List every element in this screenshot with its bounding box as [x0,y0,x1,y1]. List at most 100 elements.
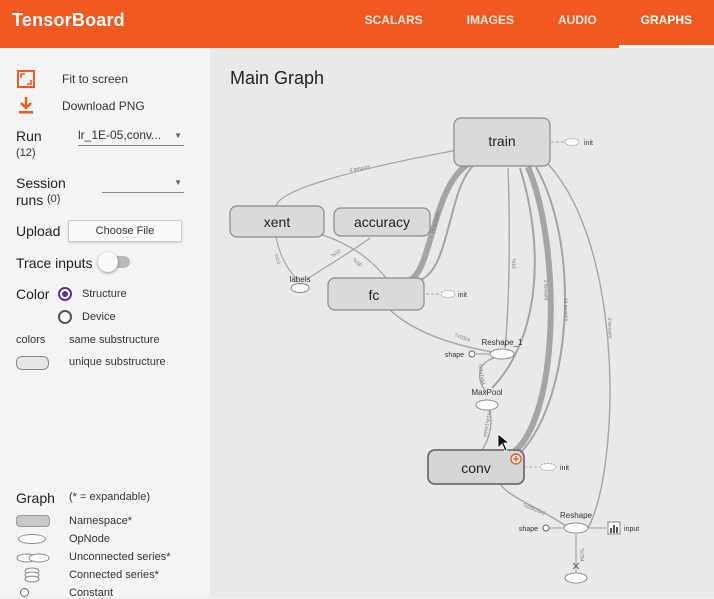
node-reshape-label: Reshape [560,511,593,520]
fit-to-screen-button[interactable]: Fit to screen [16,68,176,90]
app-title: TensorBoard [12,10,125,30]
tab-audio[interactable]: AUDIO [557,13,597,27]
chevron-down-icon: ▼ [174,131,182,140]
graph-legend-title: Graph [16,490,55,506]
run-count: (12) [16,147,36,159]
fit-to-screen-label: Fit to screen [62,72,129,86]
session-runs-select[interactable]: ▼ [102,175,184,193]
choose-file-button[interactable]: Choose File [68,220,182,242]
node-labels-label: labels [290,275,311,284]
color-label: Color [16,286,50,302]
node-shape-r1[interactable]: shape [445,350,490,359]
node-accuracy[interactable]: accuracy [333,207,431,237]
graph-canvas[interactable]: 6 tensors 10 tensors ?x10 2 tensors 12 t… [210,48,714,597]
edge-acc-labels [305,237,371,281]
run-select-value: lr_1E-05,conv... [78,128,162,142]
init-conv[interactable]: init [539,463,569,473]
legend-opnode-label: OpNode [69,533,110,545]
node-reshape[interactable]: Reshape [560,511,593,534]
edge-xent-labels [275,236,299,281]
legend-namespace-label: Namespace* [69,515,132,527]
edge-label-fc-reshape1: ?x1024 [453,332,471,343]
namespace-icon [16,515,50,527]
same-substructure-label: same substructure [69,334,160,346]
init-conv-label: init [560,465,569,472]
legend-constant-label: Constant [69,587,114,599]
node-conv-label: conv [461,460,491,476]
download-png-label: Download PNG [62,99,145,113]
node-reshape-1[interactable]: Reshape_1 [482,338,523,360]
edge-reshape-conv [499,483,567,527]
trace-inputs-toggle-knob[interactable] [98,252,118,272]
colors-label: colors [16,334,46,346]
node-shape-r[interactable]: shape [519,524,564,533]
node-reshape-1-label: Reshape_1 [482,338,523,347]
upload-label: Upload [16,223,61,239]
node-fc[interactable]: fc [327,277,425,311]
session-runs-count: (0) [47,193,61,205]
color-device-label: Device [82,311,116,323]
edge-label-conv-train-b: 12 tensors [562,298,569,322]
edge-label-maxpool-reshape1: ?x7x7x64 [476,363,486,385]
node-maxpool[interactable]: MaxPool [471,388,503,411]
init-fc-label: init [458,292,467,299]
edge-conv-train [506,165,554,459]
edge-fc-train [408,161,470,283]
edge-fc-acc [319,233,387,279]
node-fc-label: fc [369,287,380,303]
run-label: Run [16,128,42,144]
color-device-radio[interactable] [58,310,72,324]
opnode-icon [18,534,46,544]
edge-fc-reshape1 [389,309,493,353]
node-reshape-out[interactable] [564,562,588,584]
unique-substructure-label: unique substructure [69,356,166,368]
edge-label-conv-train-a: 2 tensors [542,280,549,301]
node-labels[interactable]: labels [290,275,311,293]
node-input[interactable]: input [588,521,639,535]
constant-icon [20,588,29,597]
node-conv[interactable]: conv [427,449,525,485]
sidebar: Fit to screen Download PNG Run (12) lr_1… [0,48,210,599]
edge-label-input-train: 2 tensors [606,318,613,339]
tab-images[interactable]: IMAGES [466,13,514,27]
node-input-label: input [624,526,639,533]
node-accuracy-label: accuracy [354,214,410,230]
node-train-label: train [488,133,515,149]
edge-reshape1-train [504,167,510,349]
edge-label-acc-labels: ?x10 [330,248,343,259]
edge-maxpool-train [491,167,536,389]
edge-input-train [547,163,611,529]
node-maxpool-label: MaxPool [471,388,502,397]
run-select[interactable]: lr_1E-05,conv... ▼ [78,128,184,146]
unconnected-series-icon [16,553,50,563]
tab-scalars[interactable]: SCALARS [364,13,423,27]
edge-label-reshape1-train: ?x10 [510,258,516,269]
legend-unconnected-label: Unconnected series* [69,551,171,563]
top-app-bar: TensorBoard SCALARS IMAGES AUDIO GRAPHS [0,0,714,48]
node-xent-label: xent [264,214,291,230]
edge-label-fc-train: 10 tensors [430,210,442,235]
color-structure-radio[interactable] [58,287,72,301]
node-train[interactable]: train [453,117,551,167]
edge-maxpool-reshape1 [479,357,495,394]
node-shape-r1-label: shape [445,352,464,359]
color-structure-label: Structure [82,288,127,300]
edge-conv-train-b [514,166,566,459]
download-icon [19,97,33,114]
init-train-label: init [584,140,593,147]
tab-graphs[interactable]: GRAPHS [618,0,714,48]
session-runs-label: Session runs [16,175,66,208]
init-fc[interactable]: init [440,290,467,300]
trace-inputs-label: Trace inputs [16,255,93,271]
download-png-button[interactable]: Download PNG [16,95,176,117]
page-title: Main Graph [230,68,325,88]
edge-label-train-xent: 6 tensors [349,164,371,174]
node-shape-r-label: shape [519,526,538,533]
chevron-down-icon: ▼ [174,178,182,187]
edge-label-conv-maxpool: ?x14x14x64 [481,410,492,438]
init-train[interactable]: init [564,138,593,148]
main-graph-panel: Main Graph 6 tensors [210,48,714,597]
unique-substructure-swatch [16,356,49,370]
edge-train-xent [275,149,459,207]
node-xent[interactable]: xent [229,205,325,238]
